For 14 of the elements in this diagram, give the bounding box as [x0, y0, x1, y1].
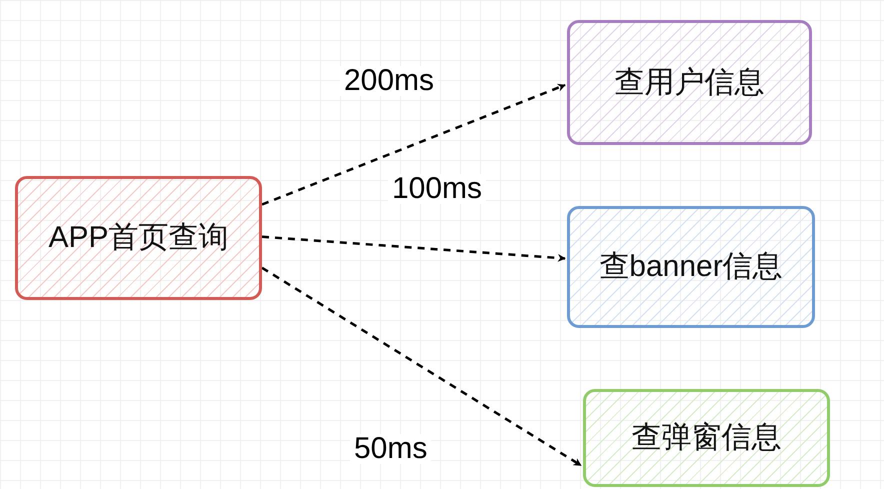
process-box [567, 206, 815, 328]
process-box [15, 176, 262, 300]
dashed-arrow [262, 236, 566, 262]
edge-label: 50ms [350, 434, 432, 464]
dashed-arrow [261, 266, 582, 466]
box-label: 查弹窗信息 [632, 420, 782, 456]
box-label: 查banner信息 [599, 249, 783, 286]
edge-label: 100ms [388, 174, 486, 204]
box-label: 查用户信息 [614, 64, 764, 101]
edge-label: 200ms [340, 66, 438, 96]
process-box [567, 20, 812, 145]
dashed-arrow [262, 84, 566, 206]
process-box [583, 389, 830, 487]
box-label: APP首页查询 [48, 220, 229, 256]
